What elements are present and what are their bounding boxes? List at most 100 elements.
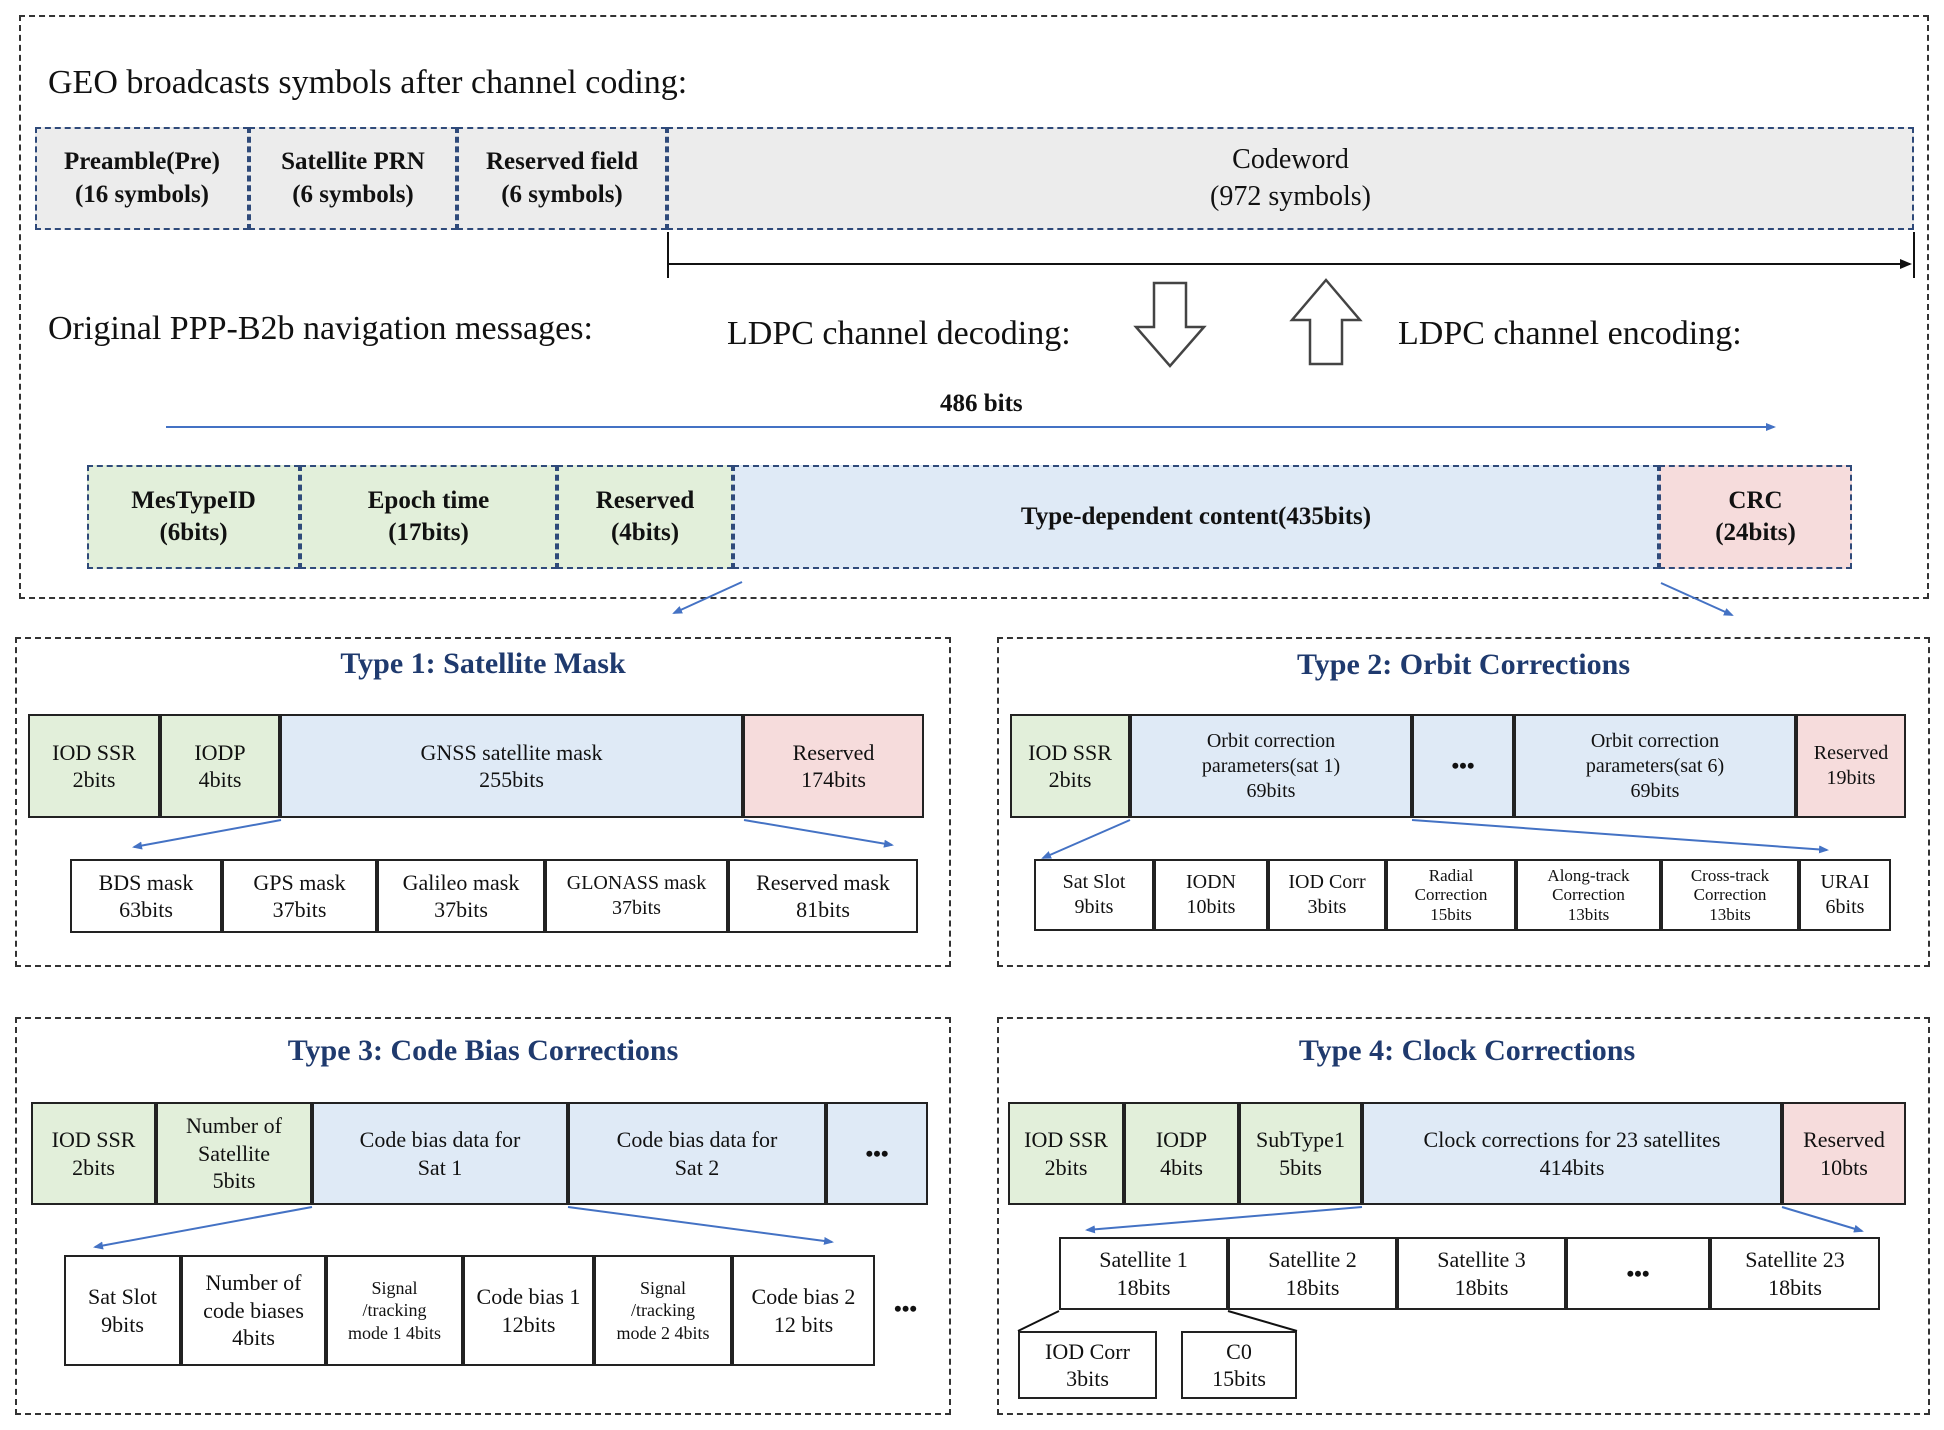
expand-arrow-right bbox=[1660, 582, 1734, 616]
satellite1-breakdown-lines bbox=[1017, 1310, 1298, 1332]
type1-gnss-mask-size: 255bits bbox=[479, 767, 544, 792]
symbol-codeword: Codeword (972 symbols) bbox=[667, 127, 1914, 230]
type1-iodp-size: 4bits bbox=[198, 767, 242, 792]
type4-expand-right bbox=[1781, 1206, 1864, 1233]
type2-iod-ssr-name: IOD SSR bbox=[1028, 739, 1112, 765]
type4-c0-size: 15bits bbox=[1212, 1366, 1266, 1391]
type4-subtype-size: 5bits bbox=[1279, 1154, 1322, 1180]
type2-sat-slot: Sat Slot 9bits bbox=[1034, 859, 1154, 931]
type3-num-sat-l1: Number of bbox=[186, 1113, 282, 1139]
type2-cross-track: Cross-track Correction 13bits bbox=[1661, 859, 1799, 931]
symbol-codeword-name: Codeword bbox=[1232, 144, 1349, 176]
type3-cb-sat2-l1: Code bias data for bbox=[616, 1127, 778, 1152]
codeword-span-arrow bbox=[667, 232, 1915, 278]
symbol-preamble: Preamble(Pre) (16 symbols) bbox=[35, 127, 249, 230]
type2-expand-right bbox=[1411, 819, 1829, 854]
type3-sig1-l2: /tracking bbox=[362, 1300, 427, 1321]
msg-reserved: Reserved (4bits) bbox=[557, 465, 733, 569]
type3-cb1-name: Code bias 1 bbox=[476, 1284, 581, 1309]
type1-bds-mask: BDS mask 63bits bbox=[70, 859, 222, 933]
type3-sig1-l3: mode 1 4bits bbox=[348, 1322, 441, 1343]
type4-ellipsis: ••• bbox=[1566, 1237, 1710, 1310]
type4-subtype-name: SubType1 bbox=[1256, 1127, 1345, 1152]
symbol-prn-name: Satellite PRN bbox=[281, 148, 425, 175]
type2-orbit-sat1-l1: Orbit correction bbox=[1206, 729, 1336, 752]
ldpc-encoding-label: LDPC channel encoding: bbox=[1398, 315, 1742, 352]
type1-reserved-mask-name: Reserved mask bbox=[756, 869, 890, 895]
type1-reserved-mask-size: 81bits bbox=[796, 897, 850, 922]
type1-iod-ssr-name: IOD SSR bbox=[52, 739, 136, 765]
type4-sat1-size: 18bits bbox=[1116, 1274, 1171, 1300]
type1-glonass-size: 37bits bbox=[612, 897, 661, 919]
geo-heading: GEO broadcasts symbols after channel cod… bbox=[48, 64, 688, 101]
type2-orbit-sat6-l2: parameters(sat 6) bbox=[1585, 754, 1725, 777]
type4-satellite2: Satellite 2 18bits bbox=[1228, 1237, 1397, 1310]
type2-orbit-sat1-l2: parameters(sat 1) bbox=[1201, 754, 1341, 777]
type4-iodp: IODP 4bits bbox=[1124, 1102, 1239, 1205]
type2-orbit-sat1-size: 69bits bbox=[1246, 779, 1296, 802]
type4-iod-corr: IOD Corr 3bits bbox=[1018, 1331, 1157, 1399]
type3-expand-right bbox=[567, 1206, 834, 1245]
type2-iodn: IODN 10bits bbox=[1154, 859, 1268, 931]
type3-iod-ssr-name: IOD SSR bbox=[51, 1127, 136, 1152]
msg-type-dependent-label: Type-dependent content(435bits) bbox=[1020, 502, 1372, 530]
type1-galileo-mask: Galileo mask 37bits bbox=[377, 859, 545, 933]
type3-ncb-l1: Number of bbox=[205, 1270, 302, 1296]
type1-gnss-mask: GNSS satellite mask 255bits bbox=[280, 714, 743, 818]
symbol-prn-size: (6 symbols) bbox=[292, 180, 414, 208]
symbol-reserved-field: Reserved field (6 symbols) bbox=[457, 127, 667, 230]
msg-type-dependent: Type-dependent content(435bits) bbox=[733, 465, 1659, 569]
type3-code-bias1: Code bias 1 12bits bbox=[463, 1255, 594, 1366]
type2-title: Type 2: Orbit Corrections bbox=[1296, 648, 1630, 681]
msg-reserved-name: Reserved bbox=[595, 486, 695, 514]
type2-iod-corr-name: IOD Corr bbox=[1288, 871, 1366, 893]
type2-radial-l2: Correction bbox=[1414, 885, 1488, 905]
type1-expand-right bbox=[743, 819, 894, 848]
type4-ellipsis-text: ••• bbox=[1626, 1260, 1650, 1286]
type3-num-sat-l2: Satellite bbox=[197, 1140, 271, 1166]
type4-iodp-size: 4bits bbox=[1160, 1154, 1203, 1180]
type1-galileo-name: Galileo mask bbox=[402, 869, 520, 895]
type4-sat2-name: Satellite 2 bbox=[1268, 1247, 1357, 1272]
type1-glonass-name: GLONASS mask bbox=[566, 872, 707, 894]
type1-gps-name: GPS mask bbox=[253, 869, 346, 895]
type4-iod-ssr: IOD SSR 2bits bbox=[1008, 1102, 1124, 1205]
msg-crc-name: CRC bbox=[1728, 486, 1783, 514]
type3-iod-ssr: IOD SSR 2bits bbox=[31, 1102, 156, 1205]
type4-satellite1: Satellite 1 18bits bbox=[1059, 1237, 1228, 1310]
type4-title: Type 4: Clock Corrections bbox=[1298, 1034, 1636, 1067]
type3-ellipsis-text: ••• bbox=[865, 1140, 889, 1166]
type3-sig2-l3: mode 2 4bits bbox=[616, 1322, 710, 1343]
msg-epoch-name: Epoch time bbox=[367, 486, 490, 514]
type4-sat23-name: Satellite 23 bbox=[1745, 1247, 1845, 1272]
type2-orbit-sat6-l1: Orbit correction bbox=[1590, 729, 1720, 752]
type4-sat3-size: 18bits bbox=[1454, 1274, 1509, 1300]
type1-bds-size: 63bits bbox=[119, 897, 173, 922]
type4-satellite23: Satellite 23 18bits bbox=[1710, 1237, 1880, 1310]
type4-clock-corrections: Clock corrections for 23 satellites 414b… bbox=[1362, 1102, 1782, 1205]
type4-iod-corr-name: IOD Corr bbox=[1045, 1338, 1130, 1364]
type4-expand-left bbox=[1085, 1206, 1363, 1234]
type3-sig1-l1: Signal bbox=[371, 1277, 418, 1298]
type1-reserved-mask: Reserved mask 81bits bbox=[728, 859, 918, 933]
type4-sat1-name: Satellite 1 bbox=[1099, 1247, 1188, 1272]
type3-title: Type 3: Code Bias Corrections bbox=[287, 1034, 679, 1067]
type2-along-track: Along-track Correction 13bits bbox=[1516, 859, 1661, 931]
type2-urai-name: URAI bbox=[1820, 871, 1870, 893]
type1-iod-ssr: IOD SSR 2bits bbox=[28, 714, 160, 818]
type4-iod-ssr-name: IOD SSR bbox=[1024, 1127, 1108, 1152]
bits-label: 486 bits bbox=[940, 390, 1023, 417]
type1-iodp-name: IODP bbox=[194, 739, 246, 765]
type2-iodn-size: 10bits bbox=[1186, 896, 1236, 918]
type1-gps-mask: GPS mask 37bits bbox=[222, 859, 377, 933]
type4-sat23-size: 18bits bbox=[1768, 1274, 1822, 1300]
type2-along-size: 13bits bbox=[1567, 904, 1610, 924]
type3-code-bias-sat2: Code bias data for Sat 2 bbox=[568, 1102, 826, 1205]
type4-clock-size: 414bits bbox=[1539, 1154, 1605, 1180]
type1-title: Type 1: Satellite Mask bbox=[340, 647, 626, 680]
msg-epoch-time: Epoch time (17bits) bbox=[300, 465, 557, 569]
type3-frame bbox=[15, 1017, 951, 1415]
symbol-codeword-size: (972 symbols) bbox=[1210, 180, 1371, 212]
type4-sat3-name: Satellite 3 bbox=[1437, 1247, 1526, 1272]
type4-iodp-name: IODP bbox=[1155, 1127, 1208, 1152]
